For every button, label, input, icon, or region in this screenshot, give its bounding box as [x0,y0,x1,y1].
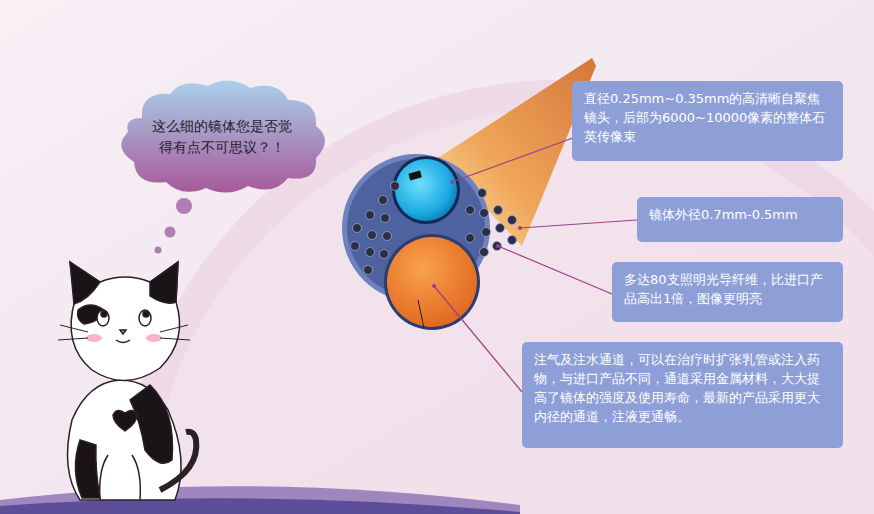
thought-bubble: 这么细的镜体您是否觉得有点不可思议？！ [112,78,332,196]
lens-mark [408,171,421,181]
lens-rim [392,156,460,224]
callout-text: 多达80支照明光导纤维，比进口产品高出1倍，图像更明亮 [624,270,831,308]
callout-box: 镜体外径0.7mm-0.5mm [637,197,843,242]
bubble-text: 这么细的镜体您是否觉得有点不可思议？！ [152,116,292,158]
floor-band [0,498,520,514]
cloud-shape [112,78,332,196]
callout-box: 直径0.25mm~0.35mm的高清晰自聚焦镜头，后部为6000~10000像素… [572,81,843,161]
callout-text: 直径0.25mm~0.35mm的高清晰自聚焦镜头，后部为6000~10000像素… [584,89,831,146]
callout-text: 注气及注水通道，可以在治疗时扩张乳管或注入药物，与进口产品不同，通道采用金属材料… [534,350,831,426]
callout-text: 镜体外径0.7mm-0.5mm [649,205,831,224]
channel-mark [418,300,424,328]
cat-illustration [58,262,196,500]
channel-rim [384,234,480,330]
leader-dots [432,180,522,288]
callout-box: 注气及注水通道，可以在治疗时扩张乳管或注入药物，与进口产品不同，通道采用金属材料… [522,342,843,448]
callout-box: 多达80支照明光导纤维，比进口产品高出1倍，图像更明亮 [612,262,843,322]
lens [395,159,457,221]
channel [387,237,477,327]
light-fibers [351,182,517,275]
thought-trail [155,198,193,254]
